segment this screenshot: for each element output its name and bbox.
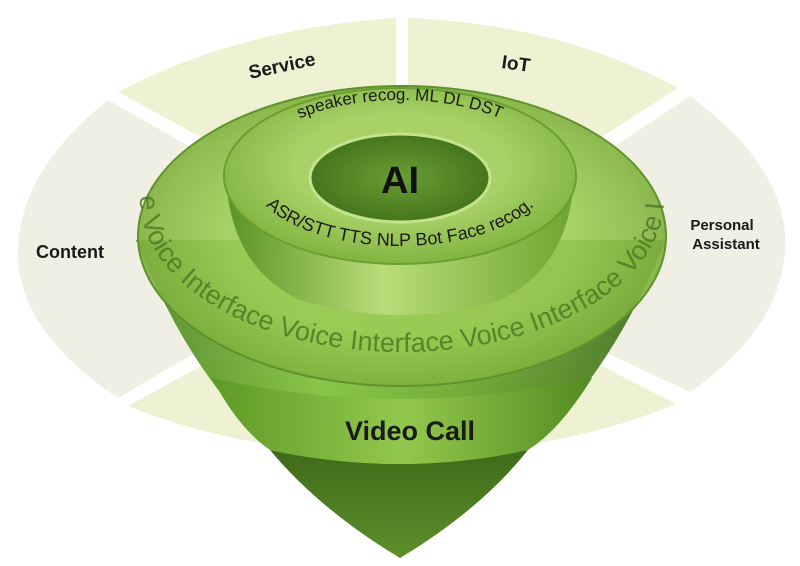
segment-personal-assistant xyxy=(600,96,786,392)
label-iot: IoT xyxy=(500,52,532,77)
outer-ring-edge xyxy=(137,85,667,387)
ai-core-label: AI xyxy=(381,160,419,202)
inner-ring-edge xyxy=(223,87,577,265)
ai-core: AI xyxy=(308,132,492,224)
segment-labels: Service IoT Content Personal Assistant xyxy=(36,49,760,262)
label-personal-line1: Personal xyxy=(690,217,753,234)
ai-core-disc xyxy=(310,134,490,222)
label-content: Content xyxy=(36,242,104,262)
video-call-label: Video Call xyxy=(345,416,475,446)
segment-content xyxy=(17,100,200,398)
label-personal-line2: Assistant xyxy=(692,236,760,253)
video-call-band xyxy=(212,378,592,464)
funnel-tip xyxy=(270,450,528,558)
ai-core-rim xyxy=(308,132,492,224)
